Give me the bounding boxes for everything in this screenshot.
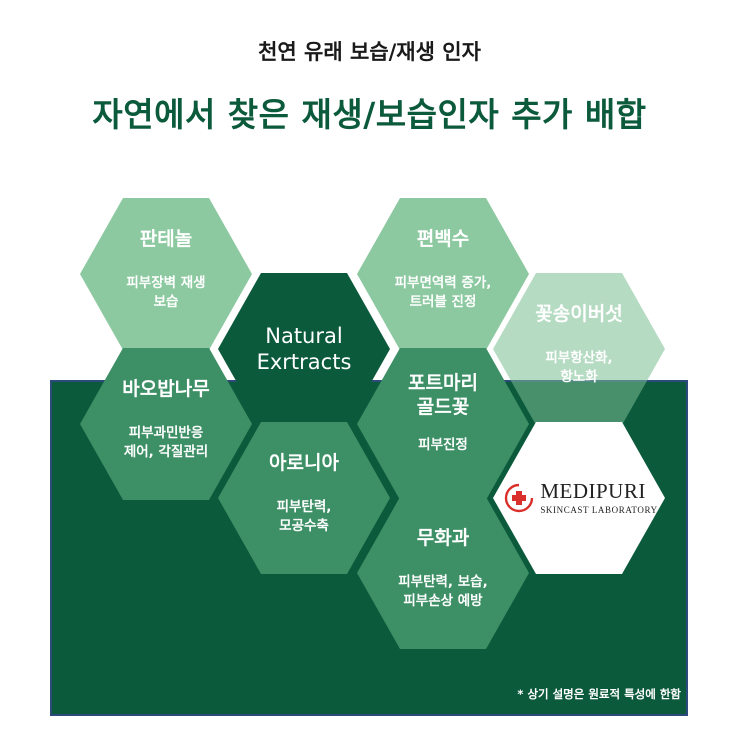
hex-desc: 피부항산화, 항노화 — [545, 349, 613, 385]
hex-desc: 피부탄력, 보습, 피부손상 예방 — [398, 573, 488, 609]
hex-title: 아로니아 — [269, 452, 339, 474]
hex-hinoki: 편백수 피부면역력 증가, 트러블 진정 — [357, 198, 529, 350]
brand-tagline: SKINCAST LABORATORY — [540, 505, 658, 515]
brand-logo: MEDIPURI SKINCAST LABORATORY — [504, 481, 657, 515]
hex-desc: 피부탄력, 모공수축 — [276, 498, 332, 534]
hex-title: 무화과 — [416, 527, 470, 549]
center-label: Natural Exrtracts — [256, 323, 352, 374]
hex-brand-logo: MEDIPURI SKINCAST LABORATORY — [493, 422, 665, 574]
hex-desc: 피부면역력 증가, 트러블 진정 — [394, 274, 492, 310]
hex-desc: 피부진정 — [418, 436, 468, 453]
hex-title: 포트마리 골드꽃 — [408, 372, 478, 418]
hex-title: 판테놀 — [139, 228, 193, 250]
hex-baobab: 바오밥나무 피부과민반응 제어, 각질관리 — [80, 348, 252, 500]
medical-cross-icon — [505, 483, 534, 513]
hex-title: 바오밥나무 — [122, 378, 210, 400]
hex-panthenol: 판테놀 피부장벽 재생 보습 — [80, 198, 252, 350]
brand-name: MEDIPURI — [540, 479, 646, 503]
footnote: * 상기 설명은 원료적 특성에 한함 — [517, 687, 681, 701]
hex-title: 꽃송이버섯 — [535, 303, 623, 325]
page-title: 자연에서 찾은 재생/보습인자 추가 배합 — [92, 95, 647, 134]
hex-desc: 피부과민반응 제어, 각질관리 — [123, 424, 209, 460]
hex-cauliflower-mushroom: 꽃송이버섯 피부항산화, 항노화 — [493, 273, 665, 425]
hex-desc: 피부장벽 재생 보습 — [126, 274, 206, 310]
hex-title: 편백수 — [416, 228, 470, 250]
subtitle: 천연 유래 보습/재생 인자 — [258, 40, 481, 64]
